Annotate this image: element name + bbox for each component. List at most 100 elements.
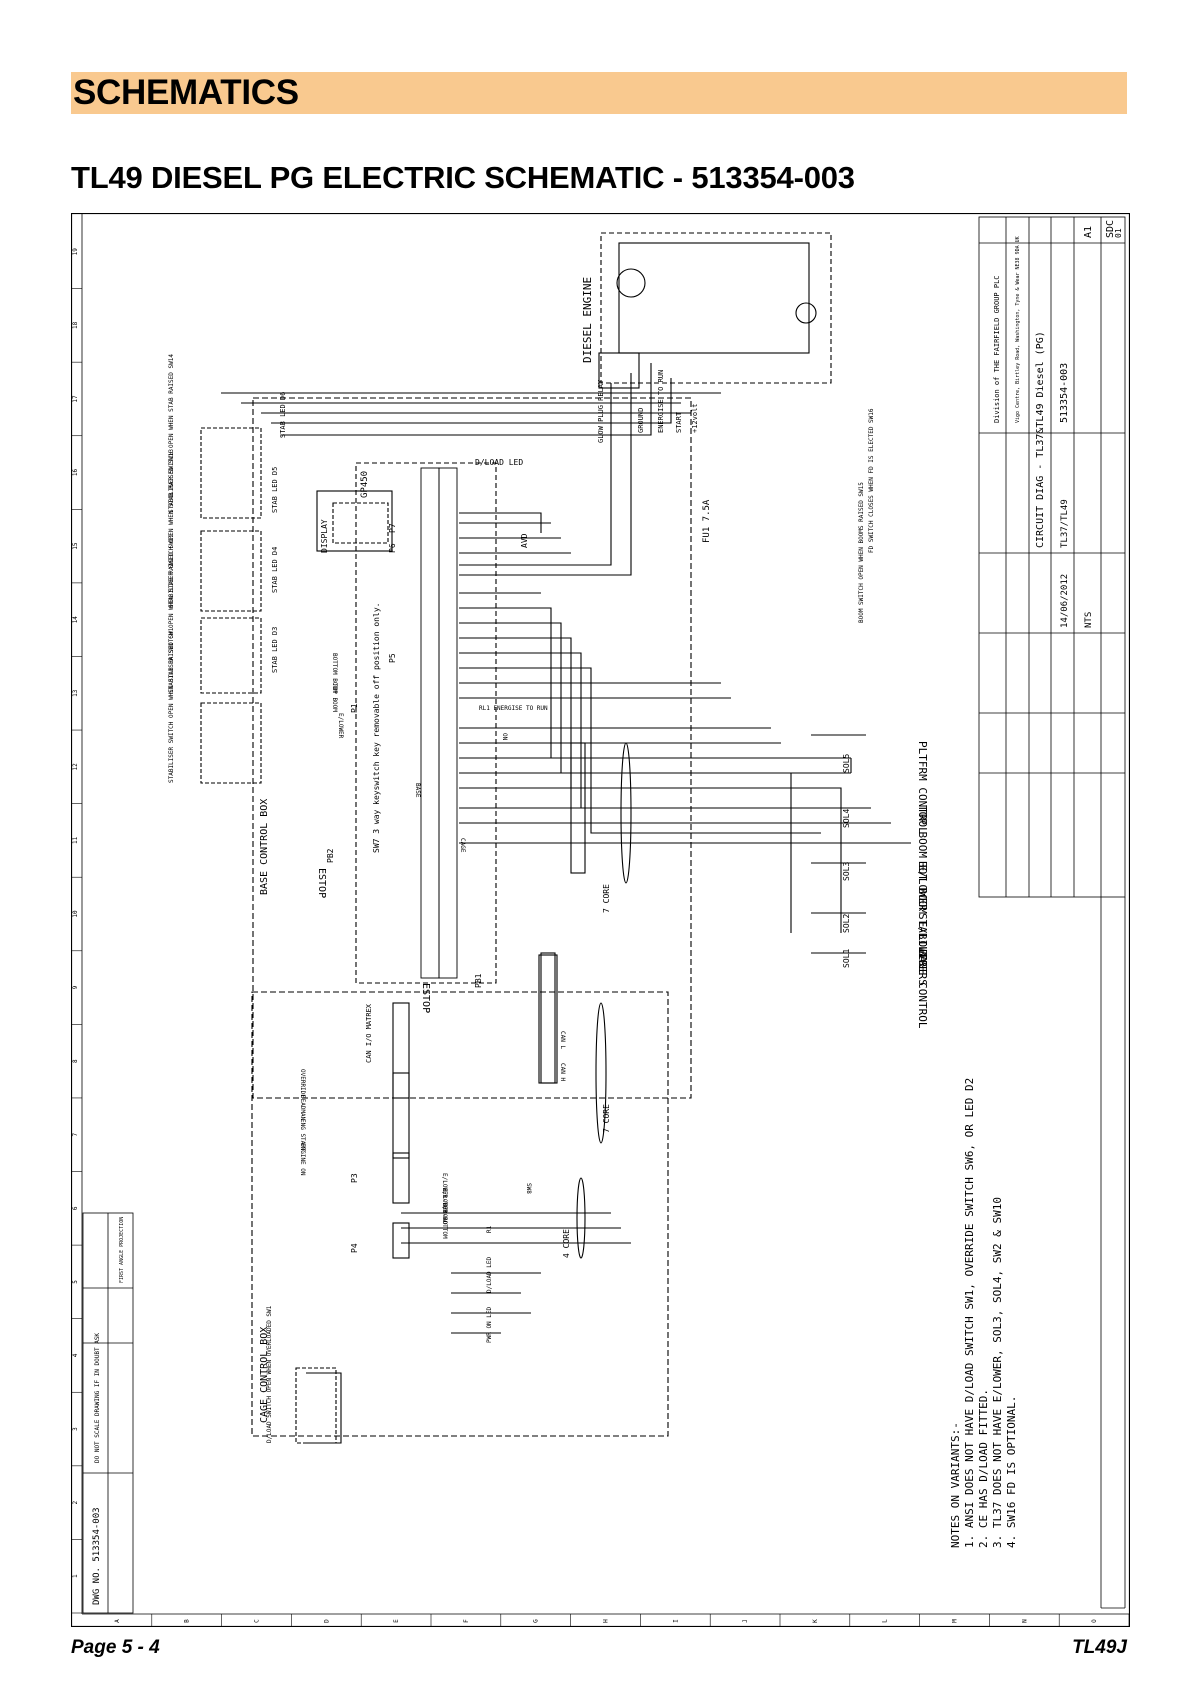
elower-bottom-label: E/LOWER-BOTTOM [441, 1188, 448, 1239]
engine-wire-label: GROUND [637, 408, 645, 433]
edge-number: 5 [72, 1280, 79, 1284]
connector-label: P3 [350, 1173, 359, 1183]
section-title: SCHEMATICS [73, 73, 299, 112]
drawn-by: SDC [1105, 220, 1116, 238]
edge-number: 17 [72, 395, 79, 403]
stab-switch-label: STABILISER SWITCH OPEN WHEN STAB RAISED … [168, 627, 175, 783]
edge-number: 15 [72, 542, 79, 550]
core-label: 7 CORE [602, 884, 611, 913]
edge-letter: F [463, 1619, 470, 1623]
d-led-label: D/LOAD LED [486, 1256, 493, 1293]
drawing-border [71, 213, 1130, 1627]
gp450-label: GP450 [360, 471, 370, 498]
edge-number: 19 [72, 248, 79, 256]
cage-box-label: CAGE CONTROL BOX [259, 1327, 270, 1423]
edge-number: 8 [72, 1059, 79, 1063]
base-estop-label: ESTOP [316, 868, 327, 898]
eng-start-label: ENG START [299, 1119, 306, 1152]
edge-number: 18 [72, 321, 79, 329]
engine-wire-label: ENERGISE TO RUN [657, 370, 665, 433]
solenoid-id: SOL4 [842, 809, 851, 828]
drawing-title: CIRCUIT DIAG - TL37&TL49 Diesel (PG) [1035, 331, 1046, 548]
connector-label: P1 [350, 703, 359, 713]
title-block-text: Division of THE FAIRFIELD GROUP PLC Vigo… [993, 220, 1123, 628]
elower-top-label: E/LOWER-TOP [441, 1173, 448, 1213]
page-number: Page 5 - 4 [71, 1637, 160, 1658]
edge-letter: G [533, 1619, 540, 1623]
project-code: TL37/TL49 [1060, 499, 1070, 548]
e-lower-label: E/LOWER [337, 713, 344, 739]
variant-notes: NOTES ON VARIANTS:- 1. ANSI DOES NOT HAV… [949, 1078, 1018, 1548]
override-label: OVERRIDE [299, 1069, 306, 1098]
fuse-label: FU1 7.5A [702, 499, 712, 543]
title-block [978, 216, 1126, 1609]
notes-heading: NOTES ON VARIANTS:- [949, 1422, 962, 1548]
edge-letter: N [1021, 1619, 1028, 1623]
edge-number: 12 [72, 763, 79, 771]
edge-letter: C [254, 1619, 261, 1623]
solenoid-id: SOL5 [842, 754, 851, 773]
company-address: Vigo Centre, Birtley Road, Washington, T… [1015, 236, 1021, 423]
drawing-number: 513354-003 [1059, 363, 1070, 423]
bottom-boom-label: BOTTOM BOOM [331, 653, 338, 693]
issue-number: 01 [1114, 228, 1123, 238]
solenoid-id: SOL3 [842, 862, 851, 881]
avd-label: AVD [520, 533, 529, 548]
display-label: DISPLAY [320, 519, 329, 553]
on-label: ON [501, 733, 508, 741]
edge-letter: J [742, 1619, 749, 1623]
edge-number: 11 [72, 836, 79, 844]
r1-label: R1 [486, 1225, 493, 1233]
core-label: 4 CORE [562, 1229, 571, 1258]
connector-label: P4 [350, 1243, 359, 1253]
stab-led-label: STAB LED D4 [271, 547, 279, 593]
dload-switch-label: D/LOAD SWITCH OPEN WHEN OVERLOADED SW1 [266, 1305, 273, 1443]
dwg-number-block [82, 1212, 134, 1614]
drawing-date: 14/06/2012 [1060, 574, 1070, 628]
stab-led-label: STAB LED D3 [271, 627, 279, 673]
connector-label: P5 [388, 653, 397, 663]
page-title: TL49 DIESEL PG ELECTRIC SCHEMATIC - 5133… [71, 160, 855, 195]
drawing-scale: NTS [1084, 612, 1094, 628]
can-h-label: CAN H [559, 1063, 566, 1081]
connector-label: P7 [388, 523, 397, 533]
edge-number: 2 [72, 1500, 79, 1504]
engine-on-label: ENGINE ON [299, 1143, 306, 1176]
glow-plug-relay-label: GLOW PLUG RELAY [597, 379, 605, 443]
stab-switch-label: STABILISER SWITCH OPEN WHEN STAB RAISED … [168, 534, 175, 693]
sw8-label: SW8 [525, 1183, 532, 1194]
fd-switch-label: FD SWITCH CLOSES WHEN FD IS ELECTED SW16 [868, 408, 875, 553]
engine-wire-label: +12volt [691, 403, 699, 433]
solenoid-label: PLTFRM CONTROL [916, 741, 929, 834]
cage-estop-label: ESTOP [420, 983, 431, 1013]
edge-letter: O [1091, 1619, 1098, 1623]
edge-letter: M [952, 1619, 959, 1623]
edge-number: 4 [72, 1353, 79, 1357]
edge-number: 9 [72, 985, 79, 989]
company-name: Division of THE FAIRFIELD GROUP PLC [993, 275, 1001, 423]
solenoid-label: BOT BOOM E/LOWER [916, 861, 929, 967]
stab-switch-label: STABILISER SWITCH OPEN WHEN STAB RAISED … [168, 449, 175, 608]
stab-led-label: STAB LED D5 [271, 467, 279, 513]
note-line: 3. TL37 DOES NOT HAVE E/LOWER, SOL3, SOL… [991, 1197, 1004, 1548]
sheet-size: A1 [1083, 226, 1094, 238]
solenoid-id: SOL1 [842, 949, 851, 968]
keyswitch-label: SW7 3 way keyswitch key removable off po… [372, 603, 381, 853]
edge-number: 16 [72, 469, 79, 477]
edge-letter: D [323, 1619, 330, 1623]
edge-number: 3 [72, 1427, 79, 1431]
pb1-label: PB1 [474, 973, 483, 988]
connector-label: P6 [388, 543, 397, 553]
edge-letter: I [672, 1619, 679, 1623]
solenoid-label: BASE CONTROL [916, 949, 929, 1029]
edge-letter: H [603, 1619, 610, 1623]
can-matrix-label: CAN I/O MATREX [365, 1003, 373, 1063]
deadman-label: DEADMAN [299, 1095, 306, 1121]
base-box-label: BASE CONTROL BOX [259, 799, 270, 895]
edge-letter: L [882, 1619, 889, 1623]
note-line: 2. CE HAS D/LOAD FITTED. [977, 1389, 990, 1548]
edge-letter: E [393, 1619, 400, 1623]
solenoid-group: PLTFRM CONTROL TOP BOOM E/LOWER BOT BOOM… [842, 741, 929, 1029]
